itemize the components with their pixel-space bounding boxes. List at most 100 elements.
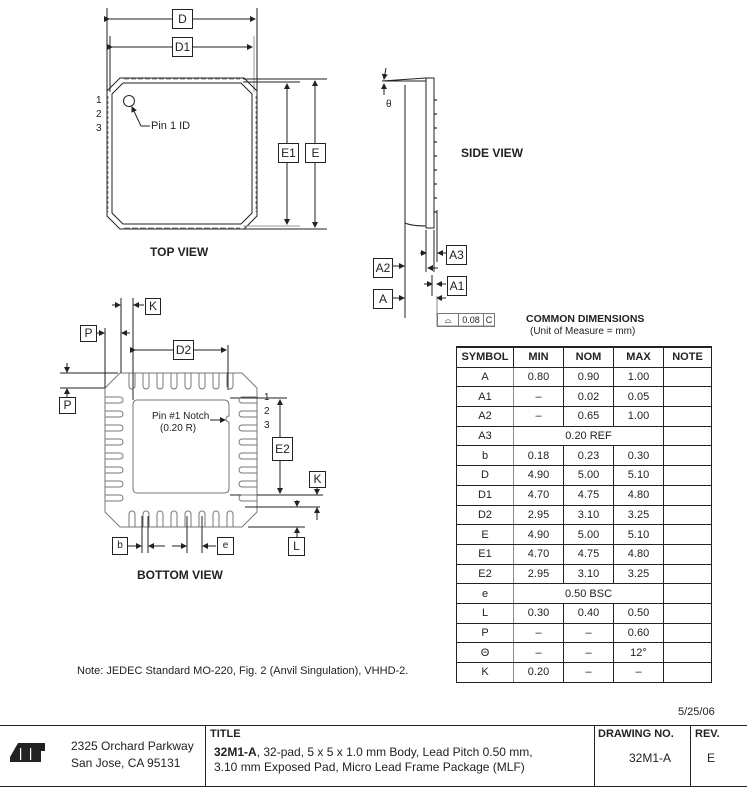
flatness-datum: C [485, 315, 493, 325]
flatness-callout: ⌓ 0.08 C [437, 313, 495, 327]
table-cell: 3.25 [613, 563, 664, 585]
table-cell: b [456, 445, 514, 467]
dim-K-top-label: K [145, 298, 161, 315]
table-cell: 4.80 [613, 543, 664, 565]
rev-value: E [707, 751, 716, 765]
table-cell [663, 602, 712, 624]
table-cell [663, 662, 712, 683]
pad [212, 373, 220, 390]
table-cell: – [513, 386, 564, 408]
table-cell: 0.30 [513, 602, 564, 624]
dim-K-right-label: K [309, 471, 326, 488]
dim-E-label: E [305, 143, 326, 163]
dim-D1-label: D1 [172, 37, 193, 57]
title-part-number: 32M1-A [214, 745, 257, 759]
table-cell: K [456, 662, 514, 683]
column-header-min: MIN [513, 345, 564, 368]
bottom-pin-number-3: 3 [264, 420, 270, 431]
table-row: P––0.60 [456, 622, 712, 644]
table-cell [663, 543, 712, 565]
pad [105, 494, 124, 502]
pad [105, 424, 124, 432]
table-cell: D [456, 465, 514, 486]
table-cell [663, 484, 712, 506]
dim-A1-label: A1 [447, 276, 467, 296]
pad [128, 510, 136, 527]
table-cell: 0.02 [563, 386, 614, 408]
pin-number-2: 2 [96, 109, 102, 120]
bottom-view-title: BOTTOM VIEW [137, 568, 223, 582]
table-cell: 0.65 [563, 406, 614, 427]
table-cell: – [613, 662, 664, 683]
pad [238, 424, 257, 432]
dim-D2-label: D2 [173, 340, 194, 360]
pad [105, 452, 124, 460]
pad [142, 373, 150, 390]
side-view-title: SIDE VIEW [461, 146, 524, 160]
table-cell [663, 445, 712, 467]
pad [238, 438, 257, 446]
table-cell: – [513, 622, 564, 644]
flatness-symbol-icon: ⌓ [438, 314, 459, 326]
table-cell [663, 406, 712, 427]
table-cell: 4.70 [513, 484, 564, 506]
title-line-2: 3.10 mm Exposed Pad, Micro Lead Frame Pa… [214, 760, 525, 774]
dim-P-top-label: P [80, 325, 97, 342]
table-cell: 0.60 [613, 622, 664, 644]
table-cell [663, 642, 712, 663]
table-cell [663, 366, 712, 388]
table-cell [663, 425, 712, 447]
top-view-pads [107, 78, 257, 229]
table-cell: 4.70 [513, 543, 564, 565]
table-cell: 4.75 [563, 543, 614, 565]
pad [212, 510, 220, 527]
table-cell: 5.00 [563, 465, 614, 486]
dim-D-label: D [172, 9, 193, 29]
table-cell: 0.80 [513, 366, 564, 388]
pad [105, 410, 124, 418]
table-cell: E2 [456, 563, 514, 585]
table-title: COMMON DIMENSIONS [526, 313, 645, 325]
table-cell [663, 504, 712, 526]
pad [128, 373, 136, 390]
table-cell: 0.30 [613, 445, 664, 467]
dim-b-label: b [112, 537, 128, 555]
table-cell: 4.90 [513, 524, 564, 545]
pad [226, 510, 234, 527]
table-cell [663, 386, 712, 408]
atmel-logo [10, 743, 45, 762]
side-view-outline [381, 67, 494, 327]
pad [156, 373, 164, 390]
pad [184, 510, 192, 527]
dim-A3-label: A3 [446, 245, 467, 265]
dim-A-label: A [373, 289, 393, 309]
table-cell: e [456, 583, 514, 604]
top-view-outline [104, 8, 327, 230]
table-cell [663, 583, 712, 604]
table-cell: A3 [456, 425, 514, 447]
table-cell: 1.00 [613, 366, 664, 388]
pad [238, 410, 257, 418]
table-cell: 5.10 [613, 465, 664, 486]
table-cell: 0.90 [563, 366, 614, 388]
table-cell: – [513, 642, 564, 663]
bottom-view-pads [105, 373, 257, 527]
table-cell [663, 524, 712, 545]
revision-cell: REV. E [690, 726, 747, 786]
pad [238, 452, 257, 460]
table-cell [663, 622, 712, 644]
pin1-id-label: Pin 1 ID [151, 120, 191, 132]
table-cell: 0.40 [563, 602, 614, 624]
rev-label: REV. [695, 728, 720, 740]
